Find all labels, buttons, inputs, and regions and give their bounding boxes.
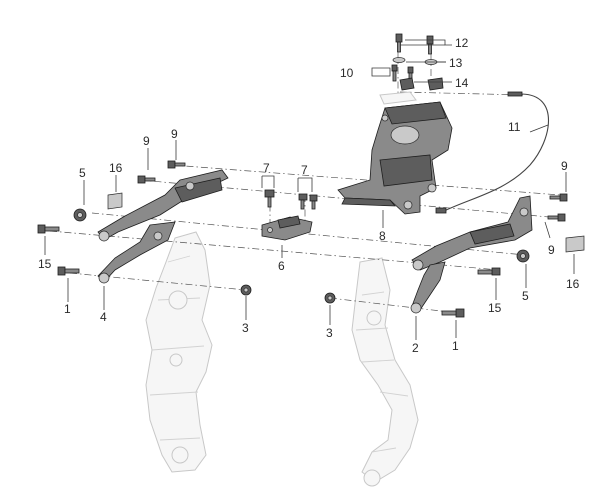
bolt-15-left <box>37 224 60 234</box>
callout-9-left-2: 9 <box>171 127 178 141</box>
pad-16-right <box>565 235 585 253</box>
bolt-9-right-upper <box>549 193 568 202</box>
bolt-1-left <box>57 266 80 276</box>
callout-5-right: 5 <box>522 289 529 303</box>
bolts-10 <box>391 64 414 83</box>
callout-5-left: 5 <box>79 166 86 180</box>
ghost-left-frame-plate <box>145 231 213 473</box>
callout-9-left-1: 9 <box>143 134 150 148</box>
bolt-15-right <box>477 267 501 276</box>
pad-16-left <box>107 192 123 210</box>
callout-12: 12 <box>455 36 469 50</box>
callout-6: 6 <box>278 259 285 273</box>
callout-leader-lines <box>44 39 575 340</box>
callout-16-left: 16 <box>109 161 123 175</box>
callout-4: 4 <box>100 310 107 324</box>
callout-7-right: 7 <box>301 163 308 177</box>
callout-9-right-1: 9 <box>561 159 568 173</box>
top-bracket-part-8 <box>337 101 453 215</box>
callout-3-left: 3 <box>242 321 249 335</box>
bolt-9-right-lower <box>547 213 566 222</box>
callout-13: 13 <box>449 56 463 70</box>
callout-15-right: 15 <box>488 301 502 315</box>
callout-8: 8 <box>379 229 386 243</box>
right-footrest-bracket-part-2 <box>410 195 533 314</box>
rubber-mounts-14 <box>399 77 444 91</box>
mount-pad-ghost <box>379 91 417 105</box>
small-bracket-part-6 <box>261 215 313 241</box>
callout-11: 11 <box>508 120 521 134</box>
callout-3-right: 3 <box>326 326 333 340</box>
studs-7 <box>264 189 318 210</box>
bolt-9-left-upper <box>167 160 186 169</box>
callout-16-right: 16 <box>566 277 580 291</box>
callout-10: 10 <box>340 66 354 80</box>
washers-13 <box>392 57 438 65</box>
rubber-5-right <box>516 249 530 263</box>
top-bolts-12 <box>395 33 434 55</box>
bolt-1-right <box>441 308 465 318</box>
callout-1-right: 1 <box>452 339 459 353</box>
callout-1-left: 1 <box>64 302 71 316</box>
callout-labels: 12 13 10 14 11 9 9 16 5 7 7 9 15 8 9 6 1… <box>38 36 580 355</box>
callout-7-left: 7 <box>263 161 270 175</box>
cable-part-11 <box>435 91 549 214</box>
callout-2: 2 <box>412 341 419 355</box>
bolt-9-left-lower <box>137 175 156 184</box>
callout-15-left: 15 <box>38 257 52 271</box>
rubber-5-left <box>73 208 87 222</box>
callout-14: 14 <box>455 76 469 90</box>
nut-3-left <box>240 284 252 296</box>
callout-9-right-2: 9 <box>548 243 555 257</box>
ghost-right-frame-plate <box>351 257 419 487</box>
left-footrest-bracket-part-4 <box>97 169 229 284</box>
nut-3-right <box>324 292 336 304</box>
